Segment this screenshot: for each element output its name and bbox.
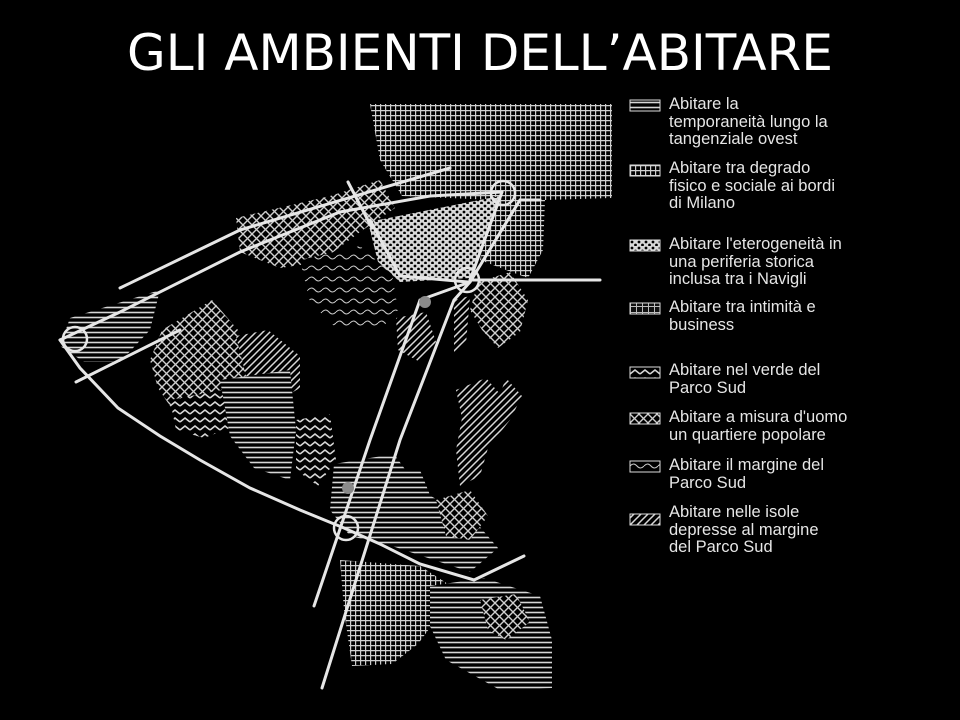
point-marker (342, 482, 354, 494)
slide-title: GLI AMBIENTI DELL’ABITARE (127, 24, 833, 82)
legend-label-line: depresse al margine (669, 520, 819, 539)
area-cross-2 (436, 490, 488, 540)
interchange-south (332, 514, 360, 542)
legend-label-line: una periferia storica (669, 252, 814, 271)
legend-label-line: tangenziale ovest (669, 130, 798, 148)
area-south-cross (480, 594, 530, 640)
legend-swatch (629, 164, 661, 177)
legend-swatch (629, 239, 661, 252)
legend-label-line: di Milano (669, 194, 736, 212)
area-diag-2 (396, 312, 436, 362)
area-wave (300, 246, 398, 330)
area-intimita (470, 272, 528, 348)
legend-label-line: temporaneità lungo la (669, 112, 828, 131)
legend-label-line: Abitare tra intimità e (669, 298, 816, 316)
point-marker (419, 296, 431, 308)
legend-label-line: Abitare a misura d'uomo (669, 408, 848, 426)
area-hlines-3 (376, 468, 432, 506)
interchange-center (453, 266, 481, 294)
legend-label-line: Abitare nelle isole (669, 503, 800, 521)
map-areas (60, 104, 612, 690)
legend-label-line: fisico e sociale ai bordi (669, 176, 835, 195)
interchange-markers (61, 179, 517, 542)
area-south-lines (430, 578, 552, 690)
legend-label-line: un quartiere popolare (669, 425, 826, 444)
legend-label-line: Abitare nel verde del (669, 361, 821, 379)
legend-label-line: Abitare tra degrado (669, 159, 811, 177)
legend-label-line: del Parco Sud (669, 538, 773, 556)
area-zig-1 (296, 414, 336, 486)
legend-label-line: business (669, 315, 735, 334)
area-south-grid (340, 560, 448, 666)
legend-label-line: Abitare la (669, 95, 739, 113)
legend-swatch (629, 513, 661, 526)
legend-label-line: inclusa tra i Navigli (669, 270, 807, 288)
interchange-north (489, 179, 517, 207)
legend-swatch (629, 302, 661, 315)
legend-swatch (629, 460, 661, 473)
area-verde-north (236, 180, 395, 268)
area-west-zig (170, 388, 240, 438)
legend-label-line: Parco Sud (669, 378, 747, 397)
interchange-west (61, 325, 89, 353)
area-hlines-2 (330, 454, 498, 572)
legend-swatch (629, 412, 661, 425)
area-diag-3 (454, 296, 470, 352)
legend-label-line: Abitare l'eterogeneità in (669, 235, 842, 253)
area-diag-4 (456, 378, 522, 486)
area-hlines-1 (220, 370, 296, 480)
legend-label-line: Abitare il margine del (669, 456, 824, 474)
legend-label-line: Parco Sud (669, 473, 747, 492)
legend-swatch (629, 366, 661, 379)
legend-swatch (629, 99, 661, 112)
area-navigli (368, 196, 500, 282)
legend-swatches (629, 99, 661, 526)
